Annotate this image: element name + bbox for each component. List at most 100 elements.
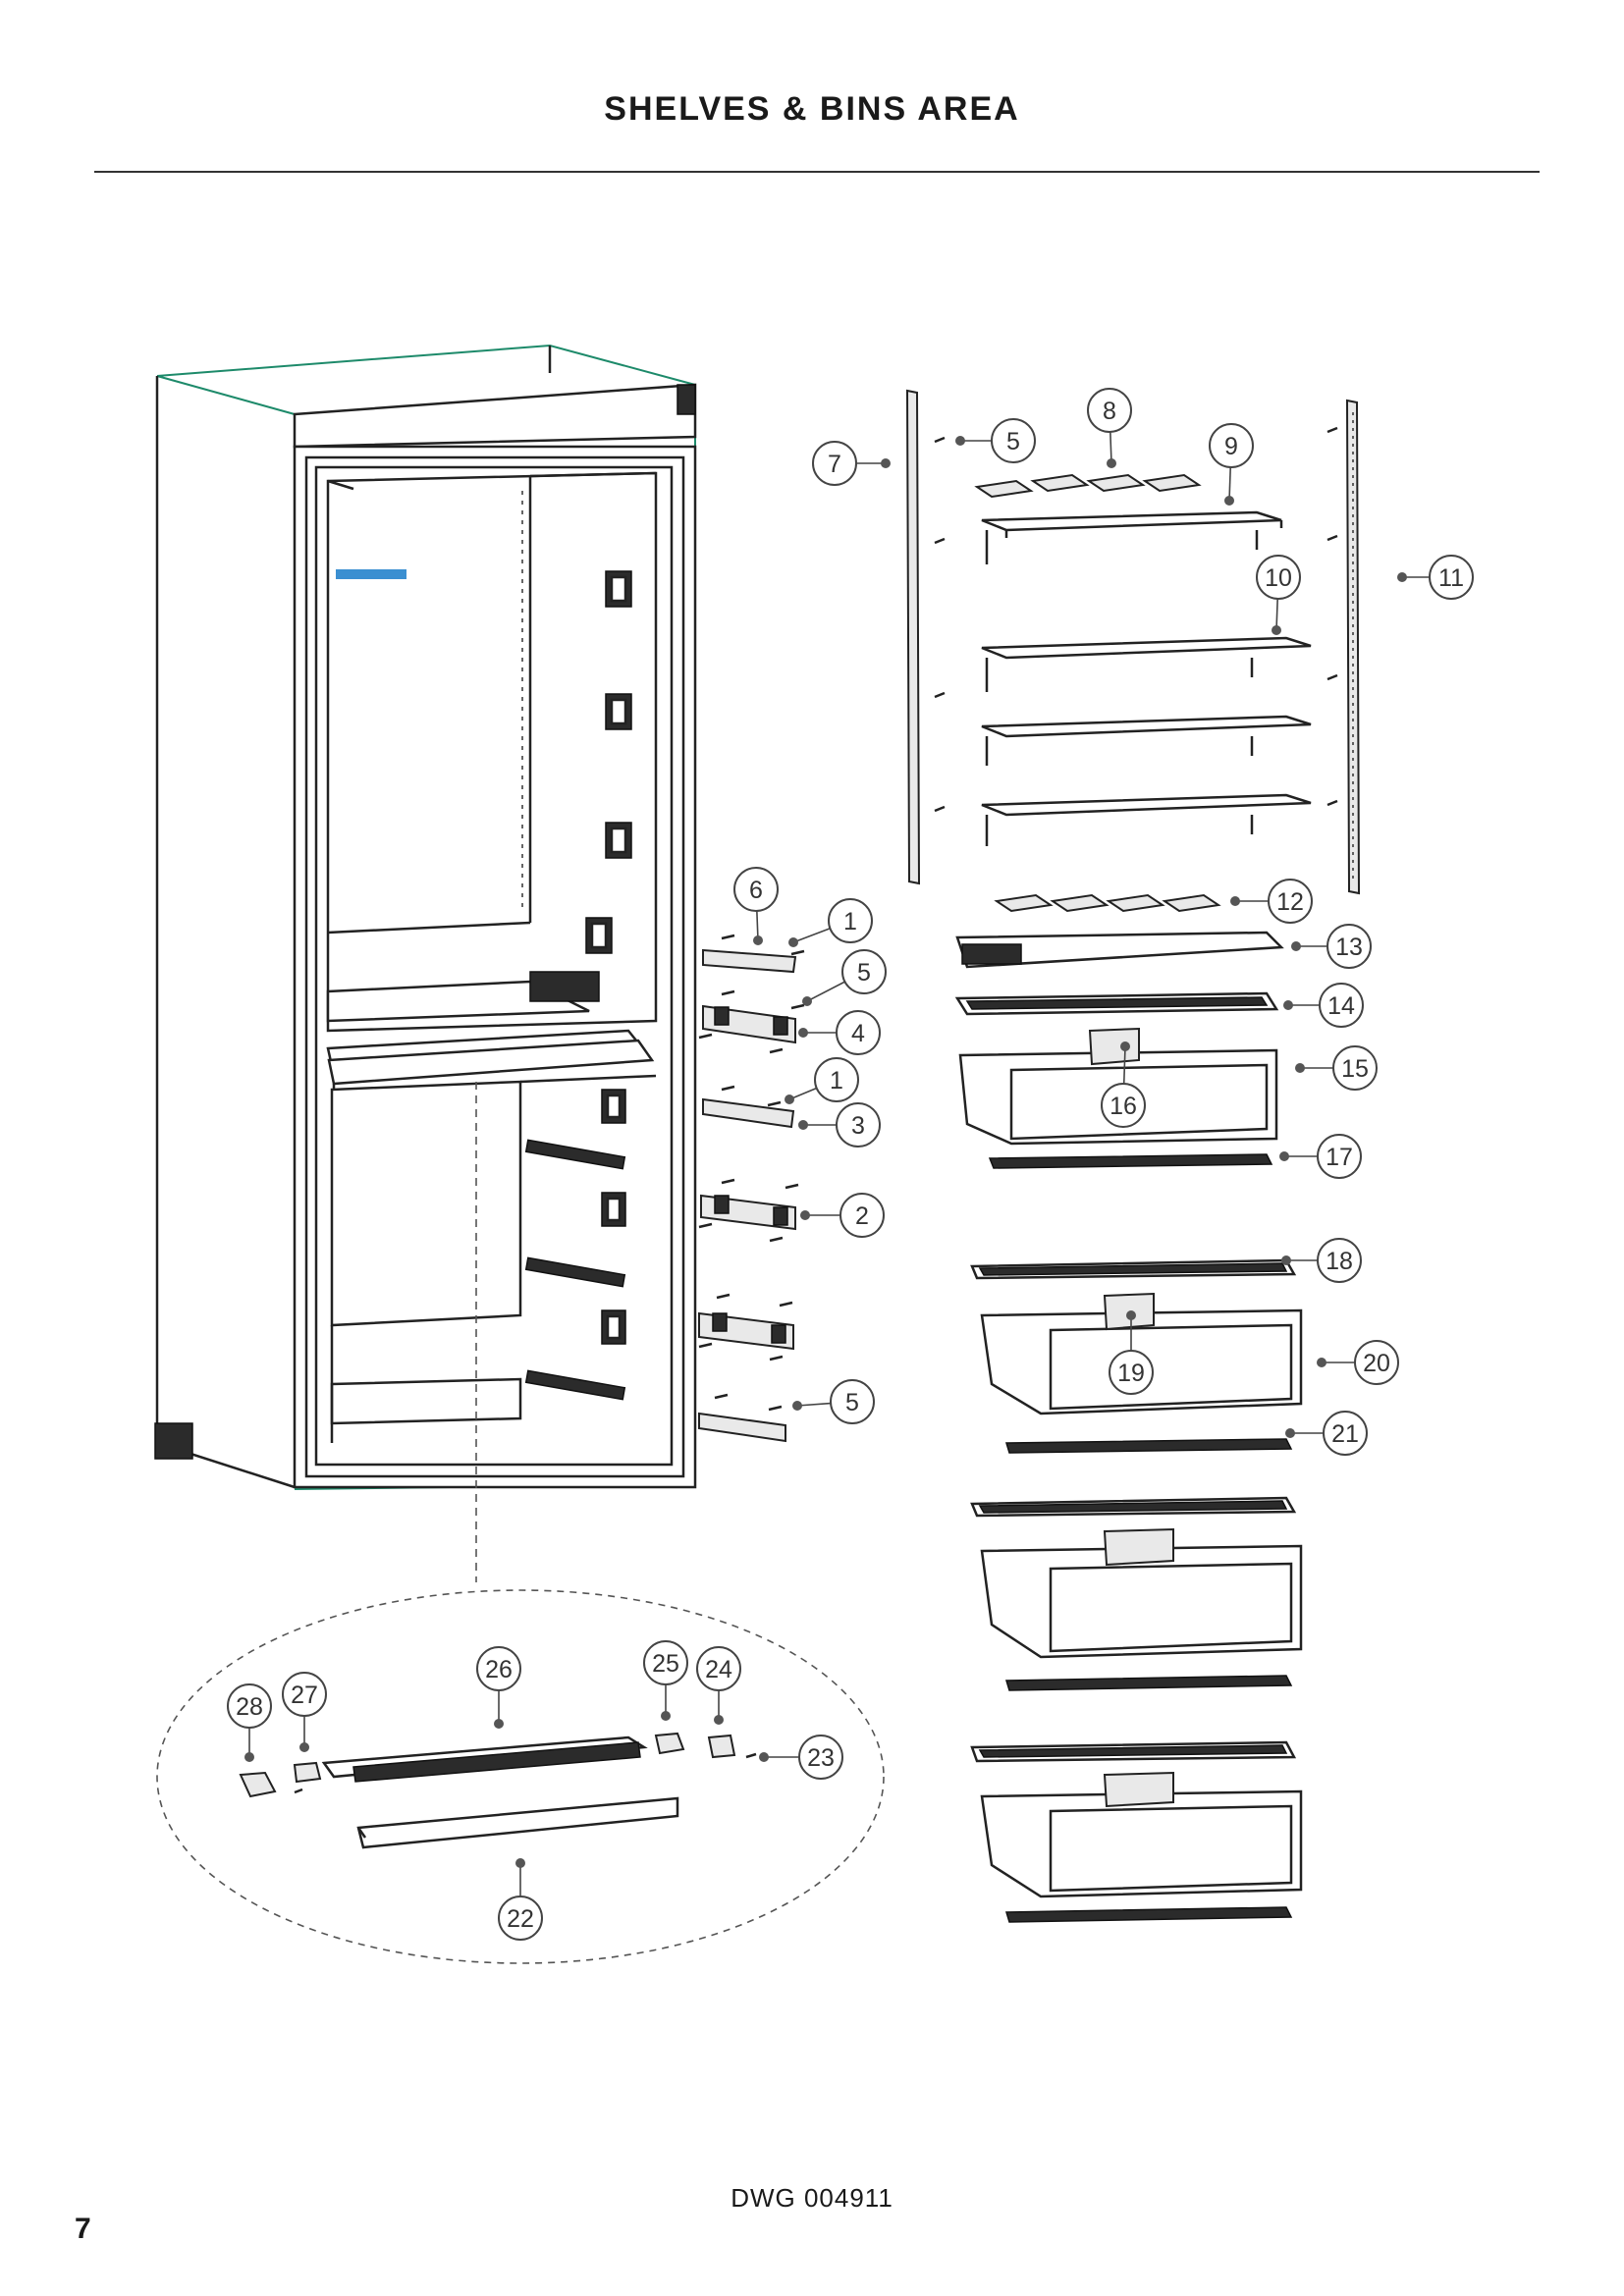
callout-dot	[1107, 458, 1116, 468]
callout-leader-line	[1228, 466, 1232, 502]
callout-dot	[798, 1028, 808, 1038]
callout-number: 23	[807, 1744, 835, 1772]
callout-dot	[1120, 1041, 1130, 1051]
callout-24: 24	[696, 1646, 741, 1725]
callout-number: 1	[830, 1067, 843, 1095]
callout-circle	[814, 1057, 859, 1102]
callout-circle	[1256, 555, 1301, 600]
callout-9: 9	[1209, 423, 1254, 506]
callout-8: 8	[1087, 388, 1132, 468]
callout-circle	[812, 441, 857, 486]
callout-leader-line	[1110, 431, 1112, 464]
callout-number: 5	[845, 1389, 859, 1416]
callout-number: 14	[1327, 992, 1355, 1020]
callout-circle	[643, 1640, 688, 1685]
callout-dot	[1317, 1358, 1326, 1367]
detail-ellipse	[156, 1589, 885, 1964]
callout-circle	[1317, 1238, 1362, 1283]
callout-number: 9	[1224, 433, 1238, 460]
callout-number: 28	[236, 1693, 263, 1721]
callout-number: 11	[1438, 564, 1464, 592]
callout-dot	[800, 1210, 810, 1220]
callout-26: 26	[476, 1646, 521, 1729]
callout-12: 12	[1230, 879, 1313, 924]
callout-dot	[494, 1719, 504, 1729]
callout-number: 2	[855, 1202, 869, 1230]
callout-circle	[1319, 983, 1364, 1028]
callout-number: 8	[1103, 398, 1116, 425]
callout-circle	[1101, 1083, 1146, 1128]
callout-27: 27	[282, 1672, 327, 1752]
callout-circle	[830, 1379, 875, 1424]
callout-19: 19	[1109, 1310, 1154, 1395]
callout-number: 20	[1363, 1350, 1390, 1377]
callout-dot	[1272, 625, 1281, 635]
callout-dot	[1230, 896, 1240, 906]
callout-dot	[1397, 572, 1407, 582]
callout-number: 5	[1006, 428, 1020, 455]
callout-21: 21	[1285, 1411, 1368, 1456]
callout-23: 23	[759, 1735, 843, 1780]
callout-circle	[498, 1896, 543, 1941]
callout-15: 15	[1295, 1045, 1378, 1091]
callout-circle	[696, 1646, 741, 1691]
callout-dot	[1281, 1255, 1291, 1265]
callout-7: 7	[812, 441, 891, 486]
callout-number: 6	[749, 877, 763, 904]
callout-dot	[802, 996, 812, 1006]
callout-13: 13	[1291, 924, 1372, 969]
callout-dot	[759, 1752, 769, 1762]
callout-dot	[714, 1715, 724, 1725]
callout-number: 27	[291, 1682, 318, 1709]
callout-number: 19	[1117, 1360, 1145, 1387]
callout-number: 25	[652, 1650, 679, 1678]
callout-14: 14	[1283, 983, 1364, 1028]
callout-18: 18	[1281, 1238, 1362, 1283]
callout-dot	[661, 1711, 671, 1721]
callout-1: 1	[788, 898, 873, 947]
callout-dot	[1291, 941, 1301, 951]
callout-circle	[836, 1010, 881, 1055]
drawing-number: DWG 004911	[731, 2183, 893, 2213]
callout-25: 25	[643, 1640, 688, 1721]
callout-1: 1	[785, 1057, 859, 1104]
callout-dot	[788, 937, 798, 947]
callout-number: 17	[1326, 1144, 1353, 1171]
callout-number: 1	[843, 908, 857, 935]
callout-circle	[1354, 1340, 1399, 1385]
callout-number: 12	[1276, 888, 1304, 916]
callout-circle	[476, 1646, 521, 1691]
callout-number: 18	[1326, 1248, 1353, 1275]
callout-17: 17	[1279, 1134, 1362, 1179]
callout-2: 2	[800, 1193, 885, 1238]
callout-leader-line	[1122, 1045, 1126, 1085]
callout-number: 21	[1331, 1420, 1359, 1448]
cabinet-lower-brackets	[524, 1089, 626, 1401]
callout-dot	[881, 458, 891, 468]
callout-dot	[299, 1742, 309, 1752]
callout-circle	[1429, 555, 1474, 600]
callout-dot	[515, 1858, 525, 1868]
callout-circle	[1209, 423, 1254, 468]
callout-circle	[841, 949, 887, 994]
callout-dot	[798, 1120, 808, 1130]
callout-circle	[1268, 879, 1313, 924]
callout-number: 26	[485, 1656, 513, 1683]
callout-number: 3	[851, 1112, 865, 1140]
callout-number: 13	[1335, 934, 1363, 961]
callout-number: 22	[507, 1905, 534, 1933]
callout-dot	[753, 935, 763, 945]
callout-5: 5	[792, 1379, 875, 1424]
refrigerator-cabinet	[154, 344, 697, 1582]
callout-20: 20	[1317, 1340, 1399, 1385]
callout-circle	[1317, 1134, 1362, 1179]
callout-circle	[227, 1683, 272, 1729]
callout-number: 15	[1341, 1055, 1369, 1083]
callout-dot	[1283, 1000, 1293, 1010]
callout-dot	[792, 1401, 802, 1411]
callout-circle	[836, 1102, 881, 1148]
callout-circle	[1332, 1045, 1378, 1091]
page-title: SHELVES & BINS AREA	[604, 90, 1020, 128]
callout-10: 10	[1256, 555, 1301, 635]
